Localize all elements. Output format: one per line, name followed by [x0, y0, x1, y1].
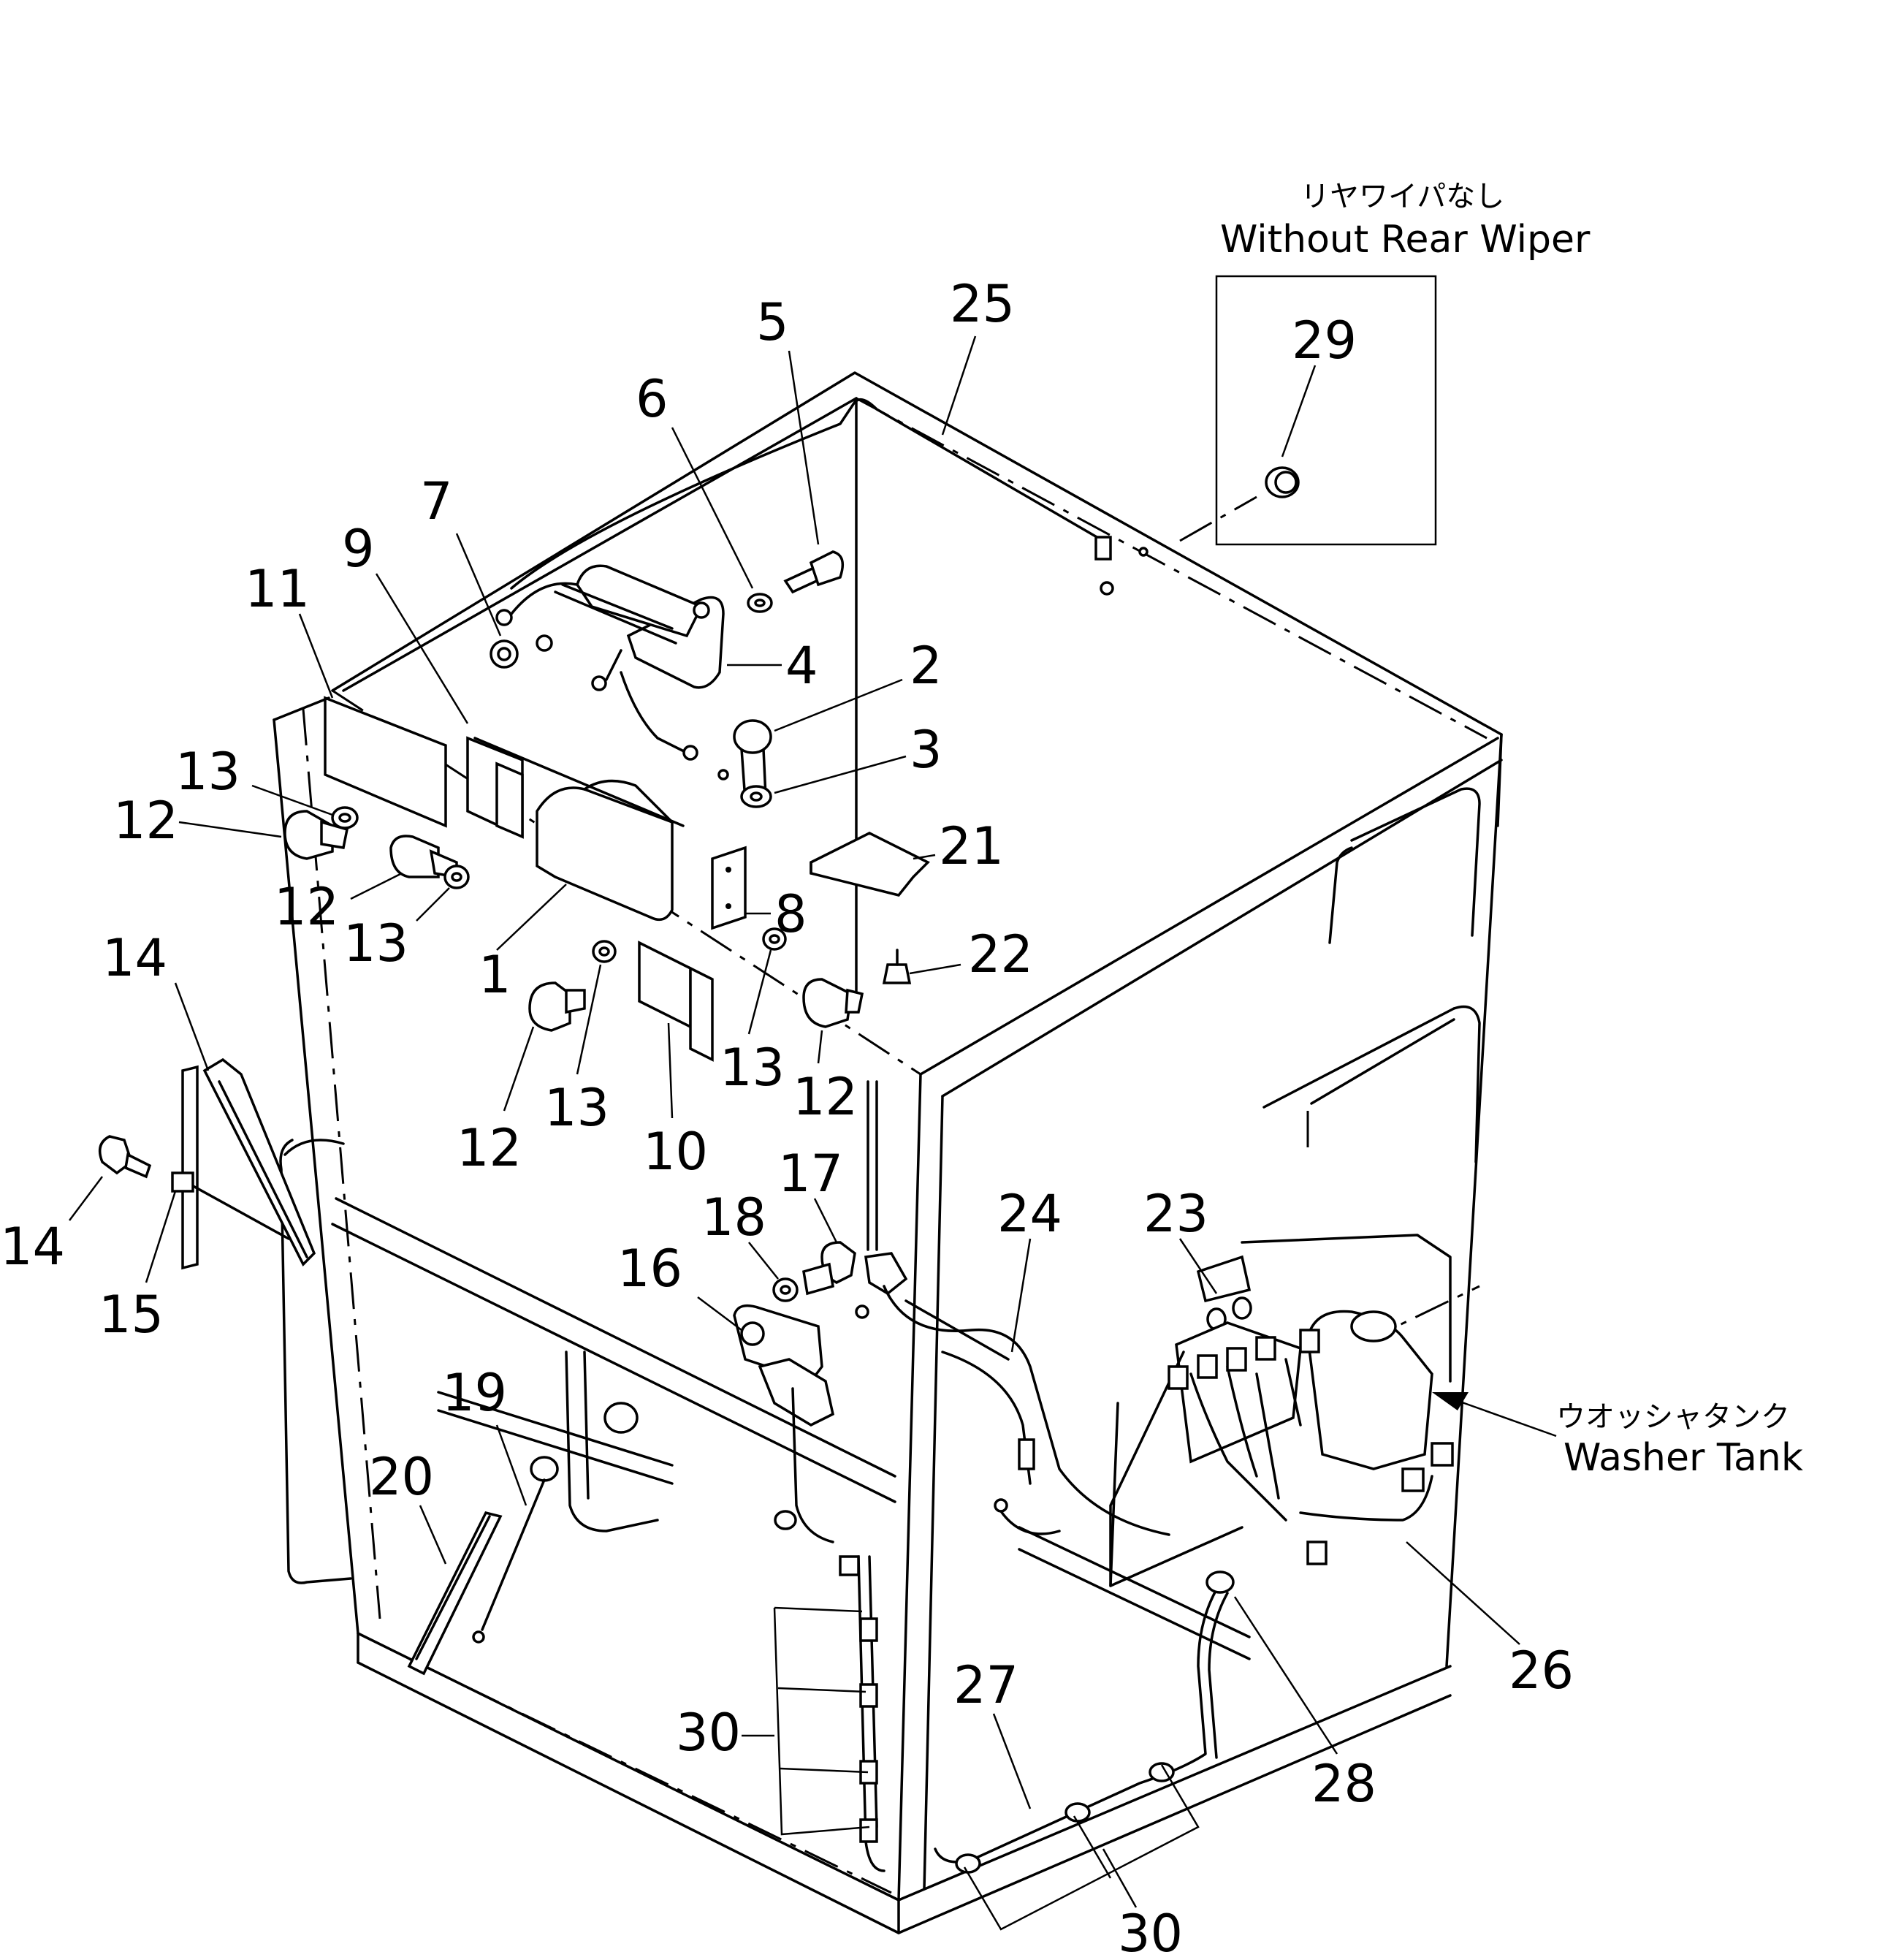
callout-14b: 14: [0, 1217, 65, 1277]
callout-30b: 30: [1118, 1904, 1183, 1960]
bracket-8: [711, 846, 747, 930]
callout-14a: 14: [102, 928, 167, 988]
callout-12c: 12: [457, 1118, 522, 1178]
callout-18: 18: [701, 1188, 766, 1247]
callout-13c: 13: [544, 1078, 609, 1138]
callout-2: 2: [910, 636, 942, 696]
callout-23: 23: [1143, 1184, 1208, 1244]
callout-19: 19: [442, 1363, 507, 1423]
wiper-motor-16: [733, 1304, 835, 1427]
callout-13a: 13: [175, 742, 240, 802]
washer-3: [717, 769, 772, 808]
washer-6: [747, 593, 773, 613]
inset-caption-en: Without Rear Wiper: [1220, 218, 1591, 262]
plate-11: [273, 696, 447, 828]
callout-5: 5: [756, 292, 789, 352]
cover-1: [473, 737, 685, 922]
callout-6: 6: [636, 369, 669, 429]
wiper-blade-20: [407, 1511, 503, 1676]
harness-rear: [774, 1387, 885, 1872]
callout-9: 9: [342, 519, 375, 579]
callouts: 1 2 3 4 5 6 7 8 9 10 11 12 12 12 12 13 1: [0, 274, 1574, 1960]
bolt-14: [98, 1135, 152, 1179]
wiper-motor-4: [495, 564, 725, 761]
callout-10: 10: [643, 1122, 708, 1182]
bracket-15: [171, 1065, 290, 1270]
harness-26: [1168, 1329, 1454, 1565]
bracket-10: [638, 941, 714, 1062]
washer-nozzle-19: [472, 1402, 639, 1644]
bolt-17: [802, 1241, 856, 1296]
callout-11: 11: [245, 559, 310, 619]
washer-13-mid: [443, 865, 470, 889]
washer-13-left: [331, 806, 359, 829]
callout-30a: 30: [676, 1703, 741, 1763]
tape-30-front: [963, 1764, 1200, 1931]
washer-tank-caption-en: Washer Tank: [1563, 1436, 1803, 1480]
callout-20: 20: [369, 1447, 434, 1507]
cab-frame: [273, 371, 1503, 1934]
callout-12a: 12: [113, 791, 178, 851]
callout-7: 7: [420, 471, 453, 531]
clip-22: [882, 949, 912, 984]
callout-12d: 12: [793, 1067, 858, 1127]
washer-13-right: [762, 927, 787, 951]
callout-16: 16: [617, 1239, 682, 1299]
callout-17: 17: [778, 1144, 843, 1204]
washer-18: [772, 1277, 799, 1302]
harness-27: [934, 1570, 1235, 1874]
callout-29: 29: [1292, 311, 1357, 371]
callout-1: 1: [479, 945, 511, 1005]
bolt-12-right: [802, 978, 864, 1028]
cover-21: [810, 832, 930, 897]
callout-8: 8: [774, 884, 807, 944]
harness-25: [510, 398, 1149, 596]
relay-23: [1196, 1255, 1252, 1331]
callout-13d: 13: [720, 1038, 785, 1098]
washer-tank-caption: ウオッシャタンク Washer Tank: [1432, 1392, 1803, 1480]
inset-caption-jp: リヤワイパなし: [1300, 180, 1504, 213]
inset-box: リヤワイパなし Without Rear Wiper 29: [1179, 180, 1591, 546]
grommet-7: [490, 639, 519, 669]
bolt-12-low: [528, 981, 586, 1032]
callout-28: 28: [1311, 1754, 1376, 1814]
callout-21: 21: [939, 816, 1004, 876]
washer-tank-caption-jp: ウオッシャタンク: [1556, 1400, 1790, 1434]
callout-24: 24: [997, 1184, 1062, 1244]
washer-13-low: [592, 940, 617, 963]
bolt-5: [783, 550, 845, 594]
callout-27: 27: [953, 1655, 1018, 1715]
callout-3: 3: [910, 720, 942, 780]
tape-30-rear: [773, 1606, 870, 1836]
harness-24: [855, 1080, 1170, 1536]
callout-4: 4: [785, 636, 818, 696]
callout-12b: 12: [274, 877, 339, 937]
wiper-arm-14: [202, 1057, 316, 1266]
callout-15: 15: [99, 1285, 164, 1345]
callout-22: 22: [968, 924, 1033, 984]
callout-26: 26: [1509, 1641, 1574, 1701]
callout-25: 25: [950, 274, 1015, 334]
callout-13b: 13: [343, 913, 408, 973]
bracket-9: [466, 736, 524, 839]
